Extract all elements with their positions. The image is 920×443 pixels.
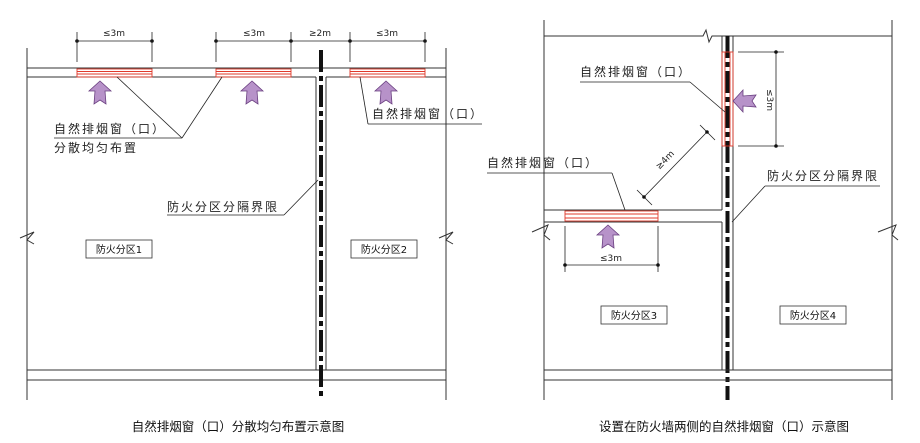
smoke-window <box>349 68 426 78</box>
zone-2-label: 防火分区2 <box>361 243 407 256</box>
dim-vertical-label: ≤3m <box>764 89 774 111</box>
caption-right: 设置在防火墙两侧的自然排烟窗（口）示意图 <box>599 419 849 434</box>
left-diagram: ≤3m ≤3m ≥2m ≤3m 自然排烟窗（口） 分散均匀布置 自然排烟窗（口）… <box>19 29 484 434</box>
label-smoke-window-top: 自然排烟窗（口） <box>580 64 692 79</box>
label-smoke-window-2: 自然排烟窗（口） <box>372 106 484 121</box>
smoke-arrow-icon <box>240 80 264 105</box>
dim-bottom-label: ≤3m <box>600 254 622 264</box>
right-diagram: ≤3m 自然排烟窗（口） ≥4m 自然排烟窗（口） 防火分区分隔界限 ≤3m 防… <box>487 20 899 434</box>
smoke-window <box>564 210 659 222</box>
dim-label: ≤3m <box>376 29 398 39</box>
smoke-arrow-icon <box>88 80 112 105</box>
smoke-window <box>76 68 153 78</box>
zone-3-label: 防火分区3 <box>611 309 657 322</box>
label-smoke-window-bottom: 自然排烟窗（口） <box>487 155 599 170</box>
label-fire-boundary: 防火分区分隔界限 <box>167 199 279 214</box>
dim-diagonal-label: ≥4m <box>654 149 677 172</box>
label-fire-boundary: 防火分区分隔界限 <box>767 168 879 183</box>
label-distribute: 分散均匀布置 <box>54 140 138 155</box>
smoke-arrow-icon <box>732 89 757 113</box>
smoke-arrow-icon <box>374 80 398 105</box>
zone-4-label: 防火分区4 <box>790 309 836 322</box>
zone-1-label: 防火分区1 <box>96 243 142 256</box>
dim-label: ≤3m <box>103 29 125 39</box>
smoke-arrow-icon <box>596 224 620 249</box>
dim-label: ≤3m <box>243 29 265 39</box>
caption-left: 自然排烟窗（口）分散均匀布置示意图 <box>132 419 345 434</box>
dim-label: ≥2m <box>309 29 331 39</box>
smoke-window <box>215 68 292 78</box>
label-smoke-window: 自然排烟窗（口） <box>54 121 166 136</box>
smoke-window <box>721 51 734 147</box>
